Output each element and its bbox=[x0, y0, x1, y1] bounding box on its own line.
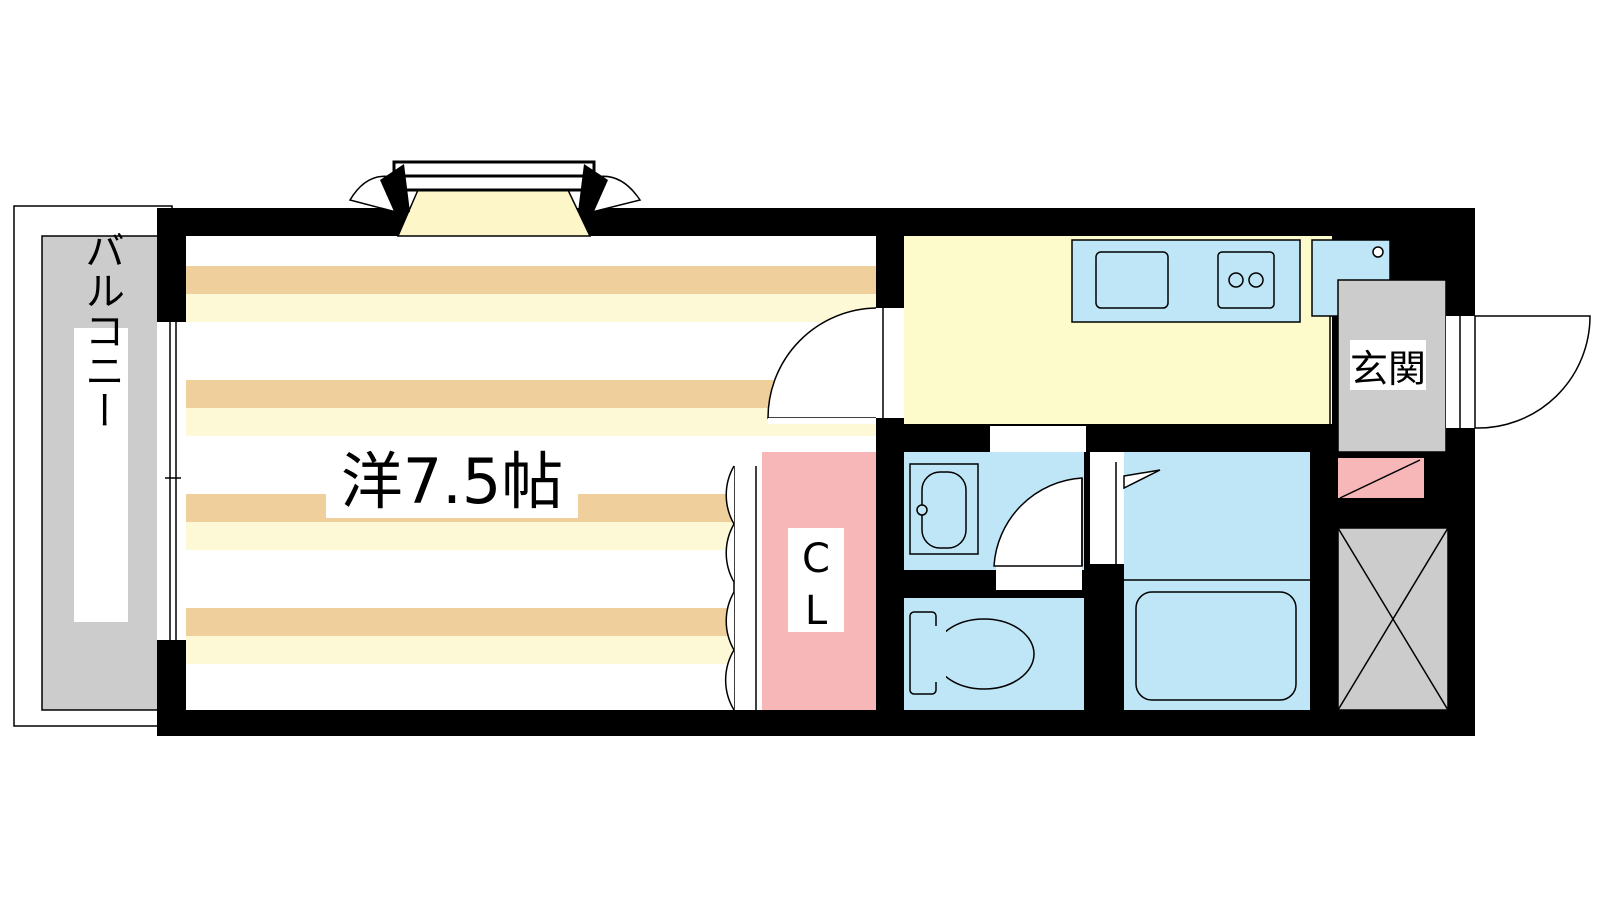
bathroom bbox=[1090, 452, 1310, 710]
washroom bbox=[904, 426, 1086, 590]
closet-label-c: C bbox=[802, 536, 830, 582]
stove-burner-icon bbox=[1248, 272, 1264, 288]
stove-burner-icon bbox=[1228, 272, 1244, 288]
balcony-label: バルコニー bbox=[78, 230, 124, 430]
bay-window bbox=[348, 160, 642, 237]
kitchen bbox=[904, 236, 1391, 424]
entrance-label: 玄関 bbox=[1350, 347, 1426, 391]
western-room-label: 洋7.5帖 bbox=[341, 445, 564, 518]
closet: C L bbox=[724, 452, 876, 711]
storage bbox=[1337, 527, 1449, 711]
entrance: 玄関 bbox=[1329, 279, 1447, 499]
toilet-room bbox=[904, 598, 1084, 710]
balcony: バルコニー bbox=[13, 205, 173, 727]
closet-label-l: L bbox=[805, 588, 828, 634]
entrance-door bbox=[1446, 315, 1591, 429]
room-door bbox=[767, 307, 904, 424]
balcony-window bbox=[157, 322, 186, 640]
